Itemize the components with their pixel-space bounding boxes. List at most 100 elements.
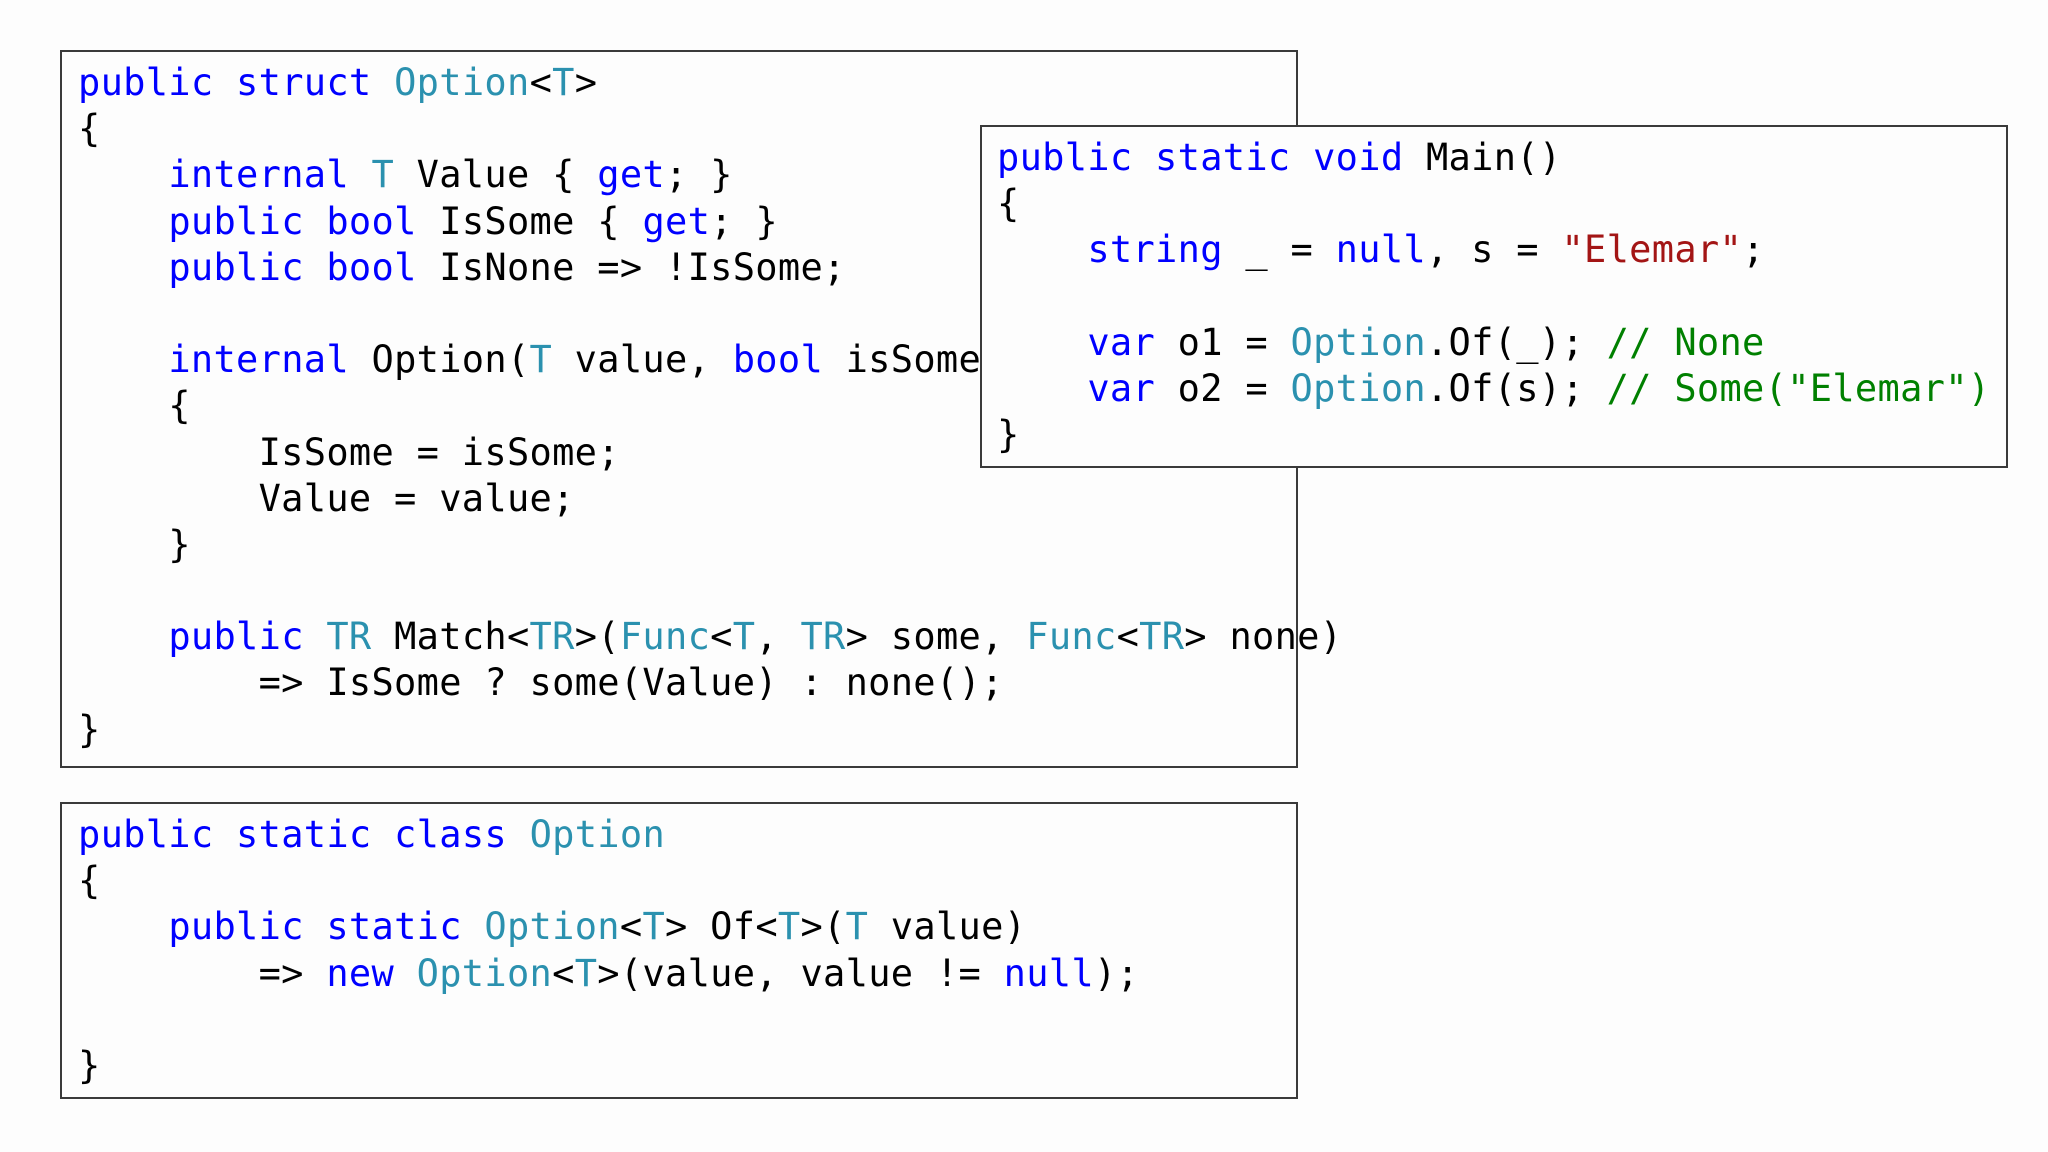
code-keyword: null bbox=[1335, 228, 1426, 272]
code-text bbox=[78, 615, 168, 658]
code-text bbox=[304, 905, 327, 948]
code-text: < bbox=[619, 905, 643, 949]
code-line: { bbox=[78, 106, 1342, 152]
code-text: , bbox=[755, 615, 801, 659]
code-text bbox=[304, 615, 327, 658]
code-keyword: new bbox=[326, 951, 395, 995]
code-type: TR bbox=[800, 615, 846, 659]
code-line: internal T Value { get; } bbox=[78, 152, 1342, 198]
code-text: Match< bbox=[371, 615, 530, 659]
code-type: T bbox=[574, 951, 598, 995]
code-text bbox=[78, 153, 168, 196]
code-text bbox=[349, 153, 372, 196]
code-text bbox=[1132, 136, 1155, 179]
option-static-class-code: public static class Option{ public stati… bbox=[78, 812, 1139, 1089]
code-text: ; } bbox=[665, 153, 733, 197]
code-text bbox=[372, 61, 395, 104]
code-text: { bbox=[78, 107, 101, 151]
code-type: Option bbox=[1290, 366, 1426, 410]
code-text: } bbox=[78, 522, 191, 566]
code-text: { bbox=[78, 384, 191, 428]
code-text: >( bbox=[800, 905, 846, 949]
code-keyword: static bbox=[236, 813, 372, 856]
code-line: } bbox=[78, 522, 1342, 568]
code-keyword: bool bbox=[326, 199, 417, 243]
code-keyword: get bbox=[642, 199, 711, 243]
main-method-code-block: public static void Main(){ string _ = nu… bbox=[980, 125, 2008, 468]
code-line: string _ = null, s = "Elemar"; bbox=[997, 227, 1990, 273]
code-type: Option bbox=[1290, 320, 1426, 364]
code-text: } bbox=[78, 1043, 101, 1087]
code-text: Value = value; bbox=[78, 476, 575, 520]
code-text bbox=[78, 905, 168, 948]
code-line: public bool IsSome { get; } bbox=[78, 199, 1342, 245]
code-line: { bbox=[997, 181, 1990, 227]
code-line: public struct Option<T> bbox=[78, 60, 1342, 106]
code-line: } bbox=[78, 1043, 1139, 1089]
code-keyword: null bbox=[1003, 951, 1094, 995]
code-comment: // None bbox=[1606, 320, 1765, 364]
code-keyword: internal bbox=[168, 153, 349, 197]
code-text: Option( bbox=[348, 338, 530, 382]
code-type: T bbox=[642, 905, 666, 949]
option-struct-code: public struct Option<T>{ internal T Valu… bbox=[78, 60, 1342, 753]
code-text: { bbox=[997, 182, 1020, 226]
code-text: IsSome { bbox=[416, 199, 643, 243]
code-string: "Elemar" bbox=[1561, 228, 1743, 272]
code-text: < bbox=[1116, 615, 1140, 659]
code-keyword: internal bbox=[168, 338, 349, 382]
code-keyword: string bbox=[1087, 228, 1223, 272]
code-text bbox=[213, 813, 236, 856]
code-line bbox=[78, 568, 1342, 614]
code-text bbox=[462, 905, 485, 948]
code-text bbox=[78, 246, 168, 289]
code-text: value, bbox=[552, 338, 733, 382]
code-type: T bbox=[777, 905, 801, 949]
code-type: TR bbox=[326, 615, 372, 659]
code-line: } bbox=[78, 707, 1342, 753]
code-keyword: var bbox=[1087, 320, 1156, 364]
code-text: } bbox=[997, 413, 1020, 457]
code-text: ; } bbox=[710, 199, 778, 243]
code-text: o2 = bbox=[1155, 366, 1291, 410]
code-text bbox=[78, 338, 168, 381]
code-text: < bbox=[710, 615, 733, 659]
code-text bbox=[304, 246, 327, 289]
code-text: .Of(_); bbox=[1425, 320, 1607, 364]
code-line: IsSome = isSome; bbox=[78, 430, 1342, 476]
code-type: T bbox=[845, 905, 869, 949]
code-text: IsNone => !IsSome; bbox=[416, 245, 846, 289]
code-keyword: public bbox=[168, 905, 304, 949]
code-text bbox=[1291, 136, 1314, 179]
code-line: { bbox=[78, 858, 1139, 904]
code-text bbox=[304, 200, 327, 243]
code-line bbox=[997, 274, 1990, 320]
code-text bbox=[507, 813, 530, 856]
code-text: _ = bbox=[1222, 228, 1336, 272]
code-type: T bbox=[732, 615, 756, 659]
code-text: > Of< bbox=[665, 905, 778, 949]
code-text bbox=[997, 321, 1087, 364]
main-method-code: public static void Main(){ string _ = nu… bbox=[997, 135, 1990, 458]
code-text bbox=[394, 952, 417, 995]
code-line: } bbox=[997, 412, 1990, 458]
code-keyword: bool bbox=[732, 338, 824, 382]
option-static-class-code-block: public static class Option{ public stati… bbox=[60, 802, 1298, 1099]
code-line: var o2 = Option.Of(s); // Some("Elemar") bbox=[997, 366, 1990, 412]
code-keyword: public bbox=[168, 615, 304, 659]
code-text: >(value, value != bbox=[597, 951, 1004, 995]
code-text: >( bbox=[574, 615, 620, 659]
code-keyword: public bbox=[78, 61, 214, 104]
code-type: Option bbox=[394, 61, 530, 104]
code-text: < bbox=[529, 61, 553, 104]
code-keyword: public bbox=[168, 199, 304, 243]
code-keyword: void bbox=[1313, 136, 1404, 179]
code-text: , s = bbox=[1425, 228, 1562, 272]
code-keyword: public bbox=[78, 813, 214, 856]
code-text: < bbox=[552, 951, 575, 995]
code-type: Option bbox=[484, 905, 620, 949]
code-line: public bool IsNone => !IsSome; bbox=[78, 245, 1342, 291]
code-line: { bbox=[78, 383, 1342, 429]
code-text: } bbox=[78, 707, 101, 751]
code-type: TR bbox=[529, 615, 575, 659]
